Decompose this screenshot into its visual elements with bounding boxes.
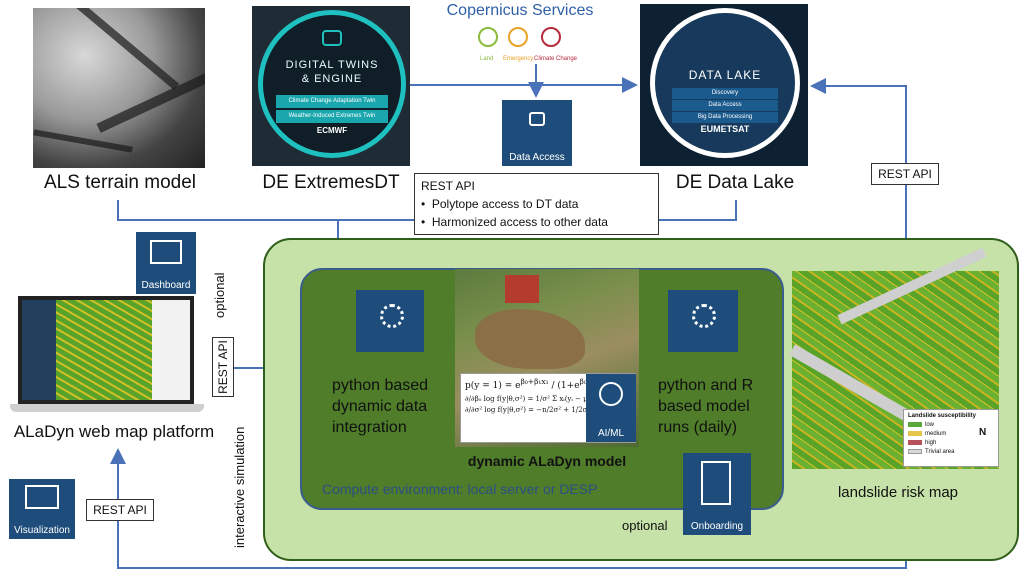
dt-badge-title: DIGITAL TWINS & ENGINE — [258, 58, 406, 86]
legend-item: low — [908, 421, 994, 430]
model-runs-tile — [668, 290, 738, 352]
model-caption: dynamic ALaDyn model — [467, 453, 627, 469]
risk-legend: Landslide susceptibility low medium high… — [903, 409, 999, 467]
service-emergency-label: Emergency — [503, 56, 534, 62]
legend-label: Trivial area — [925, 449, 955, 455]
model-runs-line-3: runs (daily) — [658, 419, 738, 436]
laptop-base — [10, 404, 204, 412]
legend-label: high — [925, 440, 937, 446]
data-access-tile: Data Access — [502, 100, 572, 166]
data-lake-band-2: Data Access — [672, 100, 778, 111]
compute-environment-label: Compute environment: local server or DES… — [322, 481, 598, 497]
rest-api-mid-label: REST API — [212, 337, 234, 397]
optional-bottom-label: optional — [622, 518, 668, 533]
brain-icon — [599, 382, 623, 406]
extremes-dt-ring — [258, 10, 406, 158]
integration-caption: python based dynamic data integration — [332, 375, 452, 438]
optional-vertical-label: optional — [212, 272, 227, 318]
lock-icon — [529, 112, 545, 126]
house-roof — [505, 275, 539, 303]
slide-scar — [475, 309, 585, 369]
integration-line-1: python based — [332, 377, 429, 394]
ecmwf-logo: ECMWF — [316, 126, 348, 135]
ai-ml-label: AI/ML — [597, 428, 625, 439]
integration-line-3: integration — [332, 419, 407, 436]
data-lake-band-3: Big Data Processing — [672, 112, 778, 123]
rest-api-item-label: Harmonized access to other data — [431, 215, 608, 229]
rest-api-box-title: REST API — [421, 179, 475, 193]
world-map-icon — [25, 485, 59, 509]
visualization-tile: Visualization — [9, 479, 75, 539]
interactive-simulation-label: interactive simulation — [232, 426, 247, 548]
gear-icon — [380, 304, 404, 328]
dt-band-1: Climate Change Adaptation Twin — [276, 95, 388, 108]
data-lake-band-1: Discovery — [672, 88, 778, 99]
model-runs-line-1: python and R — [658, 377, 754, 394]
ai-ml-tile: AI/ML — [586, 374, 636, 442]
data-access-label: Data Access — [509, 152, 565, 163]
terrain-model-image — [33, 8, 205, 168]
data-lake-caption: DE Data Lake — [675, 172, 795, 193]
data-lake-ring — [650, 8, 800, 158]
dashboard-icon — [150, 240, 182, 264]
eumetsat-logo: EUMETSAT — [700, 124, 750, 134]
dashboard-tile: Dashboard — [136, 232, 196, 294]
laptop-sidebar — [22, 300, 56, 400]
rest-api-right-label: REST API — [871, 163, 939, 185]
copernicus-title: Copernicus Services — [446, 2, 594, 19]
risk-map-caption: landslide risk map — [837, 484, 959, 501]
rest-api-box: REST API • Polytope access to DT data • … — [414, 173, 659, 235]
checklist-icon — [701, 461, 731, 505]
dt-title-line-1: DIGITAL TWINS — [285, 59, 379, 71]
north-arrow-label: N — [979, 427, 987, 438]
integration-tile — [356, 290, 424, 352]
climate-change-icon — [541, 27, 561, 47]
platform-caption: ALaDyn web map platform — [13, 422, 215, 441]
integration-line-2: dynamic data — [332, 398, 428, 415]
rest-api-item: • Harmonized access to other data — [421, 215, 608, 229]
dashboard-label: Dashboard — [141, 280, 191, 291]
data-lake-badge-title: DATA LAKE — [688, 68, 762, 82]
emergency-icon — [508, 27, 528, 47]
land-icon — [478, 27, 498, 47]
extremes-dt-caption: DE ExtremesDT — [262, 172, 400, 193]
legend-item: medium — [908, 430, 994, 439]
legend-item: high — [908, 439, 994, 448]
service-climate-label: Climate Change — [534, 56, 578, 62]
model-runs-line-2: based model — [658, 398, 750, 415]
rest-api-item: • Polytope access to DT data — [421, 197, 579, 211]
onboarding-tile: Onboarding — [683, 453, 751, 535]
legend-item: Trivial area — [908, 448, 994, 457]
legend-label: low — [925, 422, 935, 428]
laptop-panel — [152, 300, 190, 400]
twin-icon — [322, 30, 342, 46]
terrain-caption: ALS terrain model — [43, 172, 197, 193]
service-land-label: Land — [480, 56, 494, 62]
laptop-map — [56, 300, 152, 400]
rest-api-item-label: Polytope access to DT data — [431, 197, 579, 211]
dt-title-line-2: & ENGINE — [301, 73, 363, 85]
legend-label: medium — [925, 431, 947, 437]
visualization-label: Visualization — [14, 525, 70, 536]
rest-api-bottom-label: REST API — [86, 499, 154, 521]
onboarding-label: Onboarding — [690, 521, 744, 532]
gear-icon — [692, 304, 716, 328]
web-map-laptop — [18, 296, 194, 404]
legend-title: Landslide susceptibility — [908, 413, 977, 419]
dt-band-2: Weather-Induced Extremes Twin — [276, 110, 388, 123]
model-runs-caption: python and R based model runs (daily) — [658, 375, 778, 438]
